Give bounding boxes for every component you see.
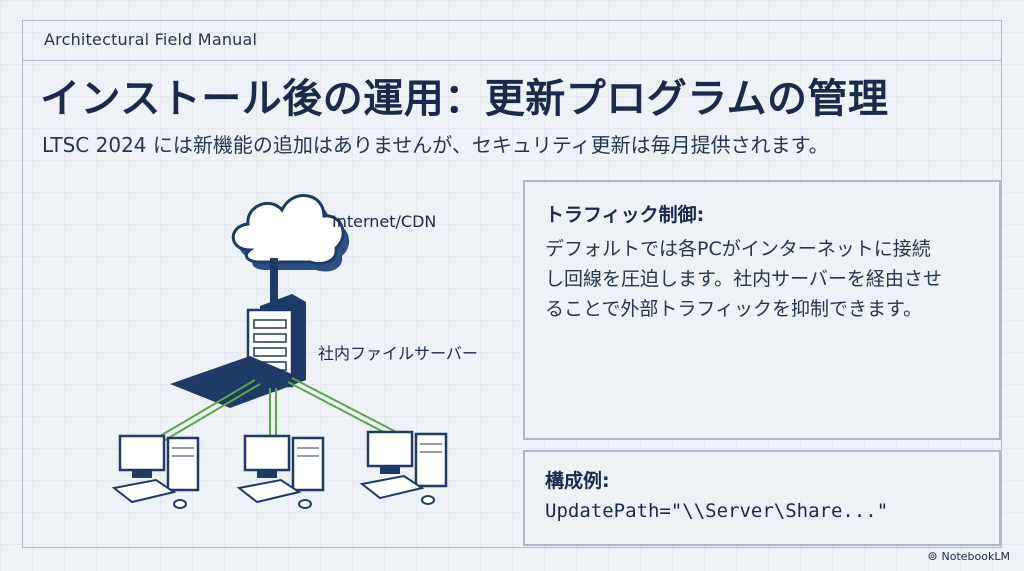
config-code: UpdatePath="\\Server\Share..." <box>545 500 889 522</box>
header-divider <box>22 60 1002 61</box>
brand-name: NotebookLM <box>941 549 1010 563</box>
server-icon <box>170 294 306 408</box>
desktop-pc-icon <box>236 434 325 509</box>
manual-label: Architectural Field Manual <box>44 30 258 49</box>
config-example-panel: 構成例: UpdatePath="\\Server\Share..." <box>523 450 1001 546</box>
desktop-pc-icon <box>359 430 448 505</box>
traffic-control-panel: トラフィック制御: デフォルトでは各PCがインターネットに接続 し回線を圧迫しま… <box>523 180 1001 440</box>
traffic-line: ることで外部トラフィックを抑制できます。 <box>545 298 923 320</box>
traffic-heading: トラフィック制御: <box>545 204 705 226</box>
traffic-line: デフォルトでは各PCがインターネットに接続 <box>545 238 931 260</box>
frame-top <box>22 20 1002 21</box>
frame-right <box>1001 20 1002 548</box>
uplink-line <box>270 258 278 306</box>
network-diagram-svg <box>111 194 448 509</box>
frame-left <box>22 20 23 548</box>
lan-links <box>149 377 401 447</box>
network-diagram: Internet/CDN 社内ファイルサーバー <box>110 170 510 540</box>
frame-bottom <box>22 547 1002 548</box>
page-subtitle: LTSC 2024 には新機能の追加はありませんが、セキュリティ更新は毎月提供さ… <box>42 133 829 157</box>
cloud-icon <box>231 194 350 272</box>
example-heading: 構成例: <box>545 470 610 492</box>
page-title: インストール後の運用：更新プログラムの管理 <box>40 76 889 122</box>
cloud-label: Internet/CDN <box>332 212 437 231</box>
notebooklm-logo-icon: ⊚ <box>927 549 938 563</box>
traffic-body: デフォルトでは各PCがインターネットに接続 し回線を圧迫します。社内サーバーを経… <box>545 234 942 324</box>
traffic-line: し回線を圧迫します。社内サーバーを経由させ <box>545 268 942 290</box>
brand-badge: ⊚ NotebookLM <box>927 549 1010 563</box>
server-label: 社内ファイルサーバー <box>318 344 478 363</box>
desktop-pc-icon <box>111 434 200 509</box>
